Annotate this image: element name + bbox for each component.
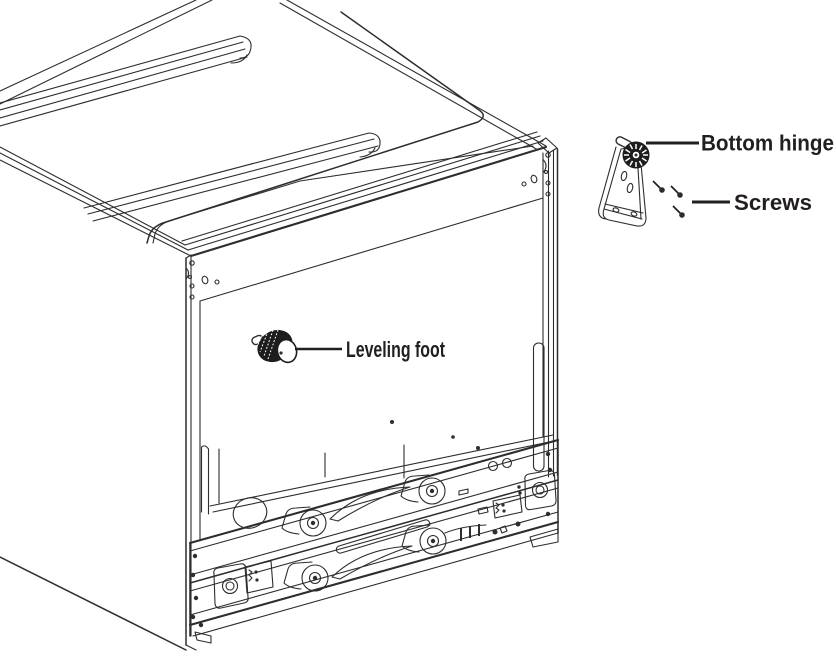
rail-right-tab (529, 528, 559, 548)
top-front-edge-line (189, 145, 548, 258)
left-corner-post (185, 254, 201, 651)
panel-bottom-edge (212, 440, 555, 513)
right-corner-post (537, 137, 559, 478)
top-right-edge-line (279, 2, 539, 151)
top-front-edge-line (184, 135, 541, 246)
cabinet-illustration (0, 0, 560, 651)
rail-screw-dots-left (190, 553, 204, 628)
rail-screw-dots-right (545, 451, 553, 517)
rail-left-tab (194, 631, 212, 644)
latch-clip-left (244, 560, 274, 594)
roller-wheel (283, 561, 329, 592)
top-recess-outline (146, 11, 484, 244)
hinge-bracket (602, 146, 647, 227)
front-panel (200, 342, 555, 529)
rail-slot (335, 519, 431, 554)
screws-part (652, 180, 685, 218)
top-front-edge-line (187, 140, 544, 251)
panel-left-strip (200, 445, 210, 515)
rail-cutout (329, 486, 411, 522)
top-recess-outline (152, 145, 534, 244)
top-panel (0, 0, 548, 258)
panel-hole (487, 460, 499, 472)
knob-center-mark (279, 351, 283, 355)
top-rail-front (83, 132, 381, 222)
base-rail-assembly (188, 438, 560, 644)
panel-dot (390, 420, 394, 424)
top-left-edge-line (0, 159, 192, 257)
bottom-hinge-label: Bottom hinge (701, 131, 834, 156)
top-front-edge-line (181, 131, 538, 242)
top-back-edge-line (0, 0, 197, 92)
screws-callout: Screws (652, 180, 812, 218)
roller-wheel (400, 474, 446, 505)
leveling-foot-knob (251, 329, 298, 364)
front-frame-band (185, 152, 551, 302)
panel-dot (476, 446, 480, 450)
mounting-pad-left (213, 563, 249, 609)
hinge-knurled-knob (622, 141, 650, 169)
rail-cutout (331, 545, 413, 580)
roller-wheel (401, 524, 447, 555)
top-rail-back (0, 35, 252, 127)
top-back-edge-line (0, 0, 213, 105)
top-right-edge-line (286, 0, 547, 147)
knob-knurling (256, 329, 279, 360)
roller-wheel (281, 506, 327, 537)
side-panel-floor-edge (0, 556, 187, 651)
panel-tab (458, 488, 469, 496)
panel-bottom-edge (209, 434, 554, 507)
screw-icon (670, 185, 683, 198)
bottom-hinge-part (598, 136, 650, 227)
top-left-edge-line (0, 152, 189, 251)
panel-dot (451, 435, 455, 439)
rail-hole-row (492, 485, 522, 535)
leveling-foot-callout: Leveling foot (251, 329, 445, 364)
right-corner-holes (521, 152, 551, 197)
bottom-hinge-callout: Bottom hinge (598, 131, 834, 227)
leveling-foot-label: Leveling foot (346, 337, 445, 362)
latch-clip-right (477, 494, 523, 519)
frame-band-bottom-edge (199, 197, 544, 302)
drain-pipe-outline (232, 497, 268, 529)
panel-right-channel (532, 342, 545, 472)
rail-lever (444, 524, 487, 534)
mounting-pad-right (524, 469, 557, 511)
screws-label: Screws (734, 190, 812, 215)
rail-tick-marks (460, 524, 480, 541)
screw-icon (652, 180, 665, 193)
screw-icon (672, 205, 685, 218)
